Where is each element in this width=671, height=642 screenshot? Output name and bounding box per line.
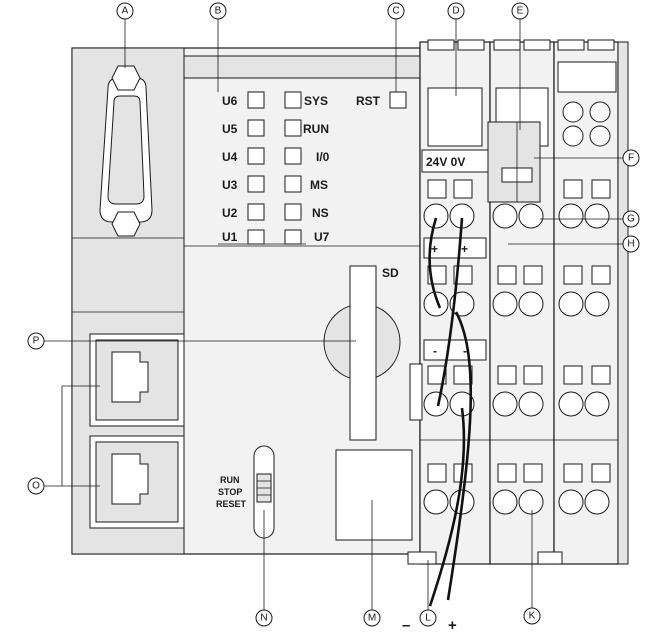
switch-label-run: RUN [220, 475, 240, 485]
callout-b: B [209, 2, 227, 20]
led-label-u4: U4 [222, 150, 238, 164]
svg-text:O: O [32, 481, 40, 492]
memory-cover [335, 449, 413, 541]
sd-label: SD [382, 266, 399, 280]
callout-e: E [511, 2, 529, 20]
callout-g: G [622, 210, 640, 228]
svg-text:A: A [122, 6, 129, 17]
polarity-plus-2: + [461, 242, 468, 256]
svg-text:M: M [368, 613, 376, 624]
svg-text:F: F [628, 153, 634, 164]
led-label-io: I/0 [316, 150, 330, 164]
wire-minus-label: – [402, 617, 410, 634]
ethernet-ports [89, 333, 185, 529]
svg-text:H: H [627, 239, 634, 250]
callout-c: C [387, 2, 405, 20]
svg-text:N: N [260, 613, 267, 624]
callout-k: K [523, 607, 541, 625]
switch-label-reset: RESET [216, 499, 247, 509]
svg-text:K: K [529, 611, 536, 622]
polarity-plus-1: + [431, 242, 438, 256]
supply-label: 24V 0V [426, 155, 465, 169]
callouts: A B C D E F G H K L M N O P [27, 2, 640, 627]
led-label-u5: U5 [222, 122, 238, 136]
callout-f: F [622, 149, 640, 167]
svg-text:E: E [517, 6, 524, 17]
top-rail [183, 55, 421, 79]
svg-text:L: L [425, 613, 431, 624]
svg-text:B: B [215, 6, 222, 17]
callout-a: A [116, 2, 134, 20]
switch-label-stop: STOP [218, 487, 242, 497]
led-label-ms: MS [310, 178, 328, 192]
callout-n: N [255, 609, 273, 627]
serial-connector [99, 65, 153, 237]
svg-text:D: D [452, 6, 459, 17]
led-label-sys: SYS [304, 94, 328, 108]
led-label-u1: U1 [222, 230, 238, 244]
svg-text:C: C [392, 6, 399, 17]
callout-o: O [27, 477, 45, 495]
mode-switch: RUN STOP RESET [216, 445, 275, 539]
terminal-blocks: 24V 0V + + - - [407, 39, 629, 565]
polarity-minus-1: - [433, 344, 437, 358]
led-label-ns: NS [312, 206, 329, 220]
callout-l: L [419, 609, 437, 627]
callout-p: P [27, 332, 45, 350]
led-label-u6: U6 [222, 94, 238, 108]
supply-wires [428, 217, 473, 607]
led-label-u7: U7 [314, 230, 330, 244]
callout-d: D [447, 2, 465, 20]
callout-m: M [363, 609, 381, 627]
reset-label: RST [356, 94, 381, 108]
callout-h: H [622, 235, 640, 253]
led-panel: U6 U5 U4 U3 U2 U1 SYS RUN I/0 MS NS U7 [222, 91, 330, 245]
led-label-u3: U3 [222, 178, 238, 192]
svg-text:G: G [627, 214, 635, 225]
sd-card-slot: SD [323, 265, 401, 441]
polarity-minus-2: - [463, 344, 467, 358]
leader-lines [44, 19, 623, 610]
led-label-u2: U2 [222, 206, 238, 220]
wire-plus-label: + [448, 617, 457, 634]
led-label-run: RUN [303, 122, 329, 136]
svg-text:P: P [33, 336, 40, 347]
reset-button [389, 91, 407, 109]
